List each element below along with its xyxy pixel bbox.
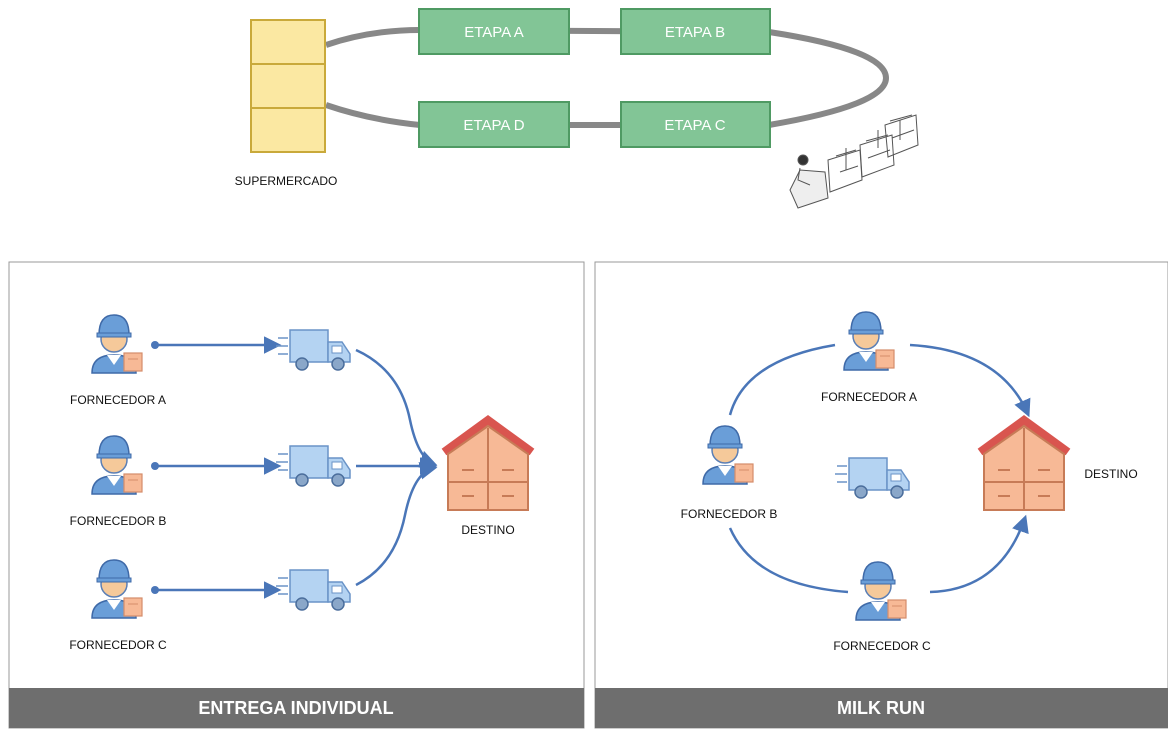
milk-run-route (728, 343, 1031, 594)
supplier-b-label: FORNECEDOR B (70, 514, 167, 528)
panel-individual-footer (9, 688, 584, 728)
stage-a-label: ETAPA A (464, 24, 523, 41)
tugger-train-icon (789, 114, 919, 209)
panel-milk-run: MILK RUN FORNECEDOR A FORNECEDOR B FORNE… (594, 261, 1168, 729)
milkrun-supplier-a-label: FORNECEDOR A (821, 390, 917, 404)
supermarket-loop: SUPERMERCADO ETAPA A ETAPA B ETAPA C ETA… (235, 8, 919, 209)
destination-label: DESTINO (461, 523, 514, 537)
loop-track (325, 26, 890, 128)
stage-a-box: ETAPA A (418, 8, 570, 55)
milkrun-supplier-c-label: FORNECEDOR C (833, 639, 931, 653)
supplier-c-label: FORNECEDOR C (69, 638, 167, 652)
supplier-a-label: FORNECEDOR A (70, 393, 166, 407)
supermarket-shelf (250, 19, 326, 153)
panel-individual-title: ENTREGA INDIVIDUAL (198, 698, 393, 718)
stage-d-box: ETAPA D (418, 101, 570, 148)
milkrun-destination-label: DESTINO (1084, 467, 1137, 481)
stage-c-box: ETAPA C (620, 101, 771, 148)
stage-b-box: ETAPA B (620, 8, 771, 55)
panel-milkrun-title: MILK RUN (837, 698, 925, 718)
supermarket-label: SUPERMERCADO (235, 174, 338, 188)
truck-destination-arrows (355, 348, 438, 587)
stage-c-label: ETAPA C (664, 117, 725, 134)
supplier-truck-arrows (151, 336, 282, 599)
panel-milkrun-footer (595, 688, 1168, 728)
stage-d-label: ETAPA D (463, 117, 524, 134)
panel-individual-delivery: ENTREGA INDIVIDUAL FORNECEDOR A FORNECED… (8, 261, 585, 729)
stage-b-label: ETAPA B (665, 24, 725, 41)
milkrun-supplier-b-label: FORNECEDOR B (681, 507, 778, 521)
